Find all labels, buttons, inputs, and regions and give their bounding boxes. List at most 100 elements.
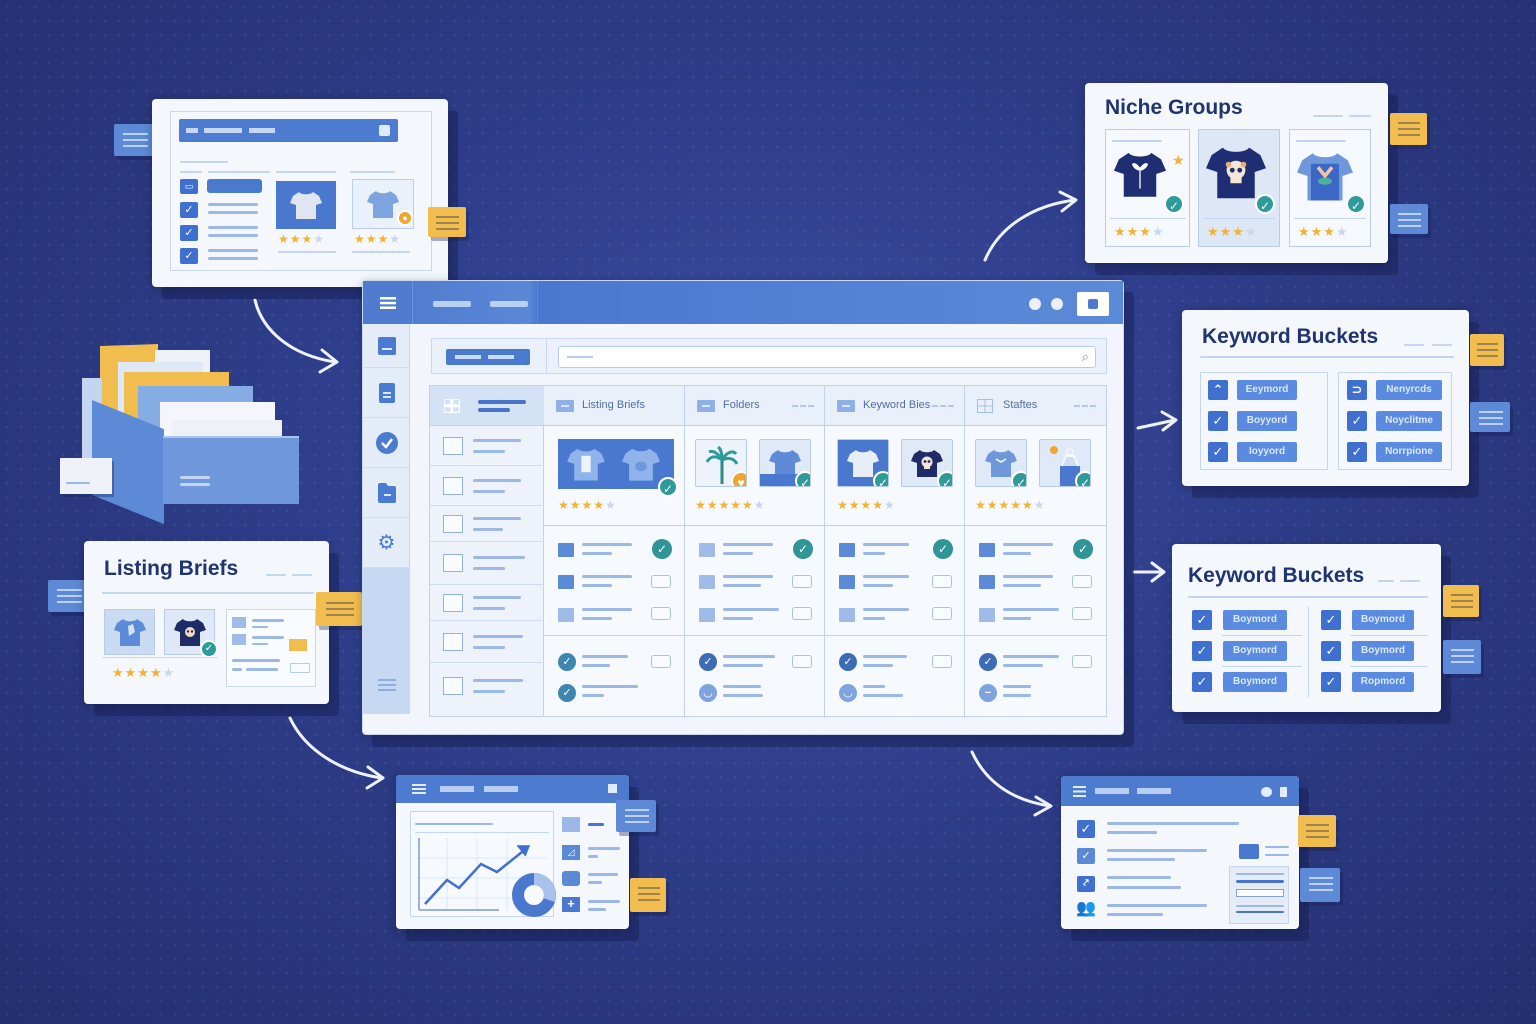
row-checkbox[interactable]	[443, 515, 463, 533]
keyword-checkbox[interactable]: ✓	[1192, 641, 1212, 661]
keyword-chip[interactable]: Nenyrcds	[1376, 380, 1442, 400]
row-checkbox[interactable]	[443, 633, 463, 651]
keyword-checkbox[interactable]: ⌃	[1208, 380, 1228, 400]
pending-circle[interactable]: ◡	[699, 684, 717, 702]
add-icon[interactable]: +	[562, 897, 580, 912]
product-thumbnail[interactable]: ✓	[1039, 439, 1091, 487]
check-circle[interactable]: ✓	[793, 539, 813, 559]
row-checkbox[interactable]	[443, 677, 463, 695]
check-circle[interactable]: ✓	[652, 539, 672, 559]
keyword-checkbox[interactable]: ✓	[1192, 610, 1212, 630]
keyword-chip[interactable]: Boymord	[1223, 641, 1287, 661]
checkbox[interactable]: ✓	[180, 225, 198, 241]
toggle[interactable]	[932, 575, 952, 588]
keyword-chip[interactable]: Boymord	[1352, 641, 1414, 661]
column-header-folders[interactable]: Folders	[685, 386, 825, 426]
product-thumbnail[interactable]: ✓	[164, 609, 218, 658]
keyword-chip[interactable]: Ropmord	[1352, 672, 1414, 692]
niche-item[interactable]: ✓ ★★★★	[1198, 129, 1280, 247]
keyword-checkbox[interactable]: ✓	[1321, 641, 1341, 661]
checkbox[interactable]: ▭	[180, 179, 198, 194]
nav-tab[interactable]	[490, 301, 528, 307]
edit-check-icon[interactable]: ✓	[1077, 848, 1095, 864]
list-row[interactable]	[430, 506, 544, 542]
product-thumbnail[interactable]	[104, 609, 155, 655]
keyword-chip[interactable]: Boymord	[1352, 610, 1414, 630]
toggle[interactable]	[792, 655, 812, 668]
row-checkbox[interactable]	[443, 554, 463, 572]
keyword-checkbox[interactable]: ✓	[1347, 442, 1367, 462]
list-row[interactable]	[430, 542, 544, 585]
product-thumbnail[interactable]: ✓	[558, 439, 678, 497]
window-square-button[interactable]	[1077, 292, 1109, 316]
pending-circle[interactable]: −	[979, 684, 997, 702]
sidebar-item-settings[interactable]: ⚙	[363, 518, 410, 568]
menu-button[interactable]	[363, 281, 413, 324]
window-dot-button[interactable]	[1029, 298, 1041, 310]
check-circle[interactable]: ✓	[839, 653, 857, 671]
product-thumbnail[interactable]: ✓	[837, 439, 889, 487]
keyword-checkbox[interactable]: ✓	[1321, 610, 1341, 630]
product-thumbnail[interactable]: ♥	[695, 439, 747, 487]
toggle[interactable]	[1072, 655, 1092, 668]
link-icon[interactable]: ⤤	[1077, 876, 1095, 892]
keyword-chip[interactable]: Eeymord	[1237, 380, 1297, 400]
keyword-checkbox[interactable]: ✓	[1347, 411, 1367, 431]
check-circle[interactable]: ✓	[699, 653, 717, 671]
list-row[interactable]	[430, 663, 544, 717]
window-dot-button[interactable]	[1051, 298, 1063, 310]
product-thumbnail[interactable]	[276, 181, 336, 229]
check-icon[interactable]: ✓	[1077, 820, 1095, 838]
niche-item[interactable]: ✓ ★★★★	[1289, 129, 1371, 247]
list-icon[interactable]	[378, 678, 396, 696]
keyword-checkbox[interactable]: ⊃	[1347, 380, 1367, 400]
stats-icon[interactable]	[562, 817, 580, 832]
sidebar-item-tasks[interactable]	[363, 418, 410, 468]
keyword-checkbox[interactable]: ✓	[1208, 411, 1228, 431]
keyword-checkbox[interactable]: ✓	[1208, 442, 1228, 462]
toggle[interactable]	[651, 575, 671, 588]
toggle[interactable]	[651, 607, 671, 620]
list-row[interactable]	[430, 621, 544, 663]
column-header-listing-briefs[interactable]: Listing Briefs	[544, 386, 685, 426]
product-thumbnail[interactable]: ✓	[901, 439, 953, 487]
keyword-chip[interactable]: Boymord	[1223, 672, 1287, 692]
nav-tab[interactable]	[433, 301, 471, 307]
pending-circle[interactable]: ◡	[839, 684, 857, 702]
search-icon[interactable]: ⌕	[1081, 349, 1089, 364]
checkbox[interactable]: ✓	[180, 248, 198, 264]
search-input[interactable]: ⌕	[558, 346, 1096, 368]
keyword-checkbox[interactable]: ✓	[1192, 672, 1212, 692]
calendar-icon[interactable]	[1239, 844, 1259, 859]
alert-icon[interactable]: ◿	[562, 845, 580, 860]
sidebar-item-documents[interactable]	[363, 368, 410, 418]
sidebar-item-files[interactable]	[363, 468, 410, 518]
toggle[interactable]	[1072, 607, 1092, 620]
check-circle[interactable]: ✓	[933, 539, 953, 559]
check-circle[interactable]: ✓	[979, 653, 997, 671]
users-icon[interactable]: 👥	[1076, 900, 1096, 917]
niche-item[interactable]: ★ ✓ ★★★★	[1105, 129, 1190, 247]
toggle[interactable]	[792, 575, 812, 588]
list-row[interactable]	[430, 585, 544, 621]
list-row[interactable]	[430, 426, 544, 466]
product-thumbnail[interactable]: ✓	[759, 439, 811, 487]
keyword-chip[interactable]: Boyyord	[1237, 411, 1297, 431]
column-header-staftes[interactable]: Staftes	[965, 386, 1106, 426]
check-circle[interactable]: ✓	[558, 684, 576, 702]
product-thumbnail[interactable]: ●	[352, 179, 414, 229]
keyword-chip[interactable]: Ioyyord	[1237, 442, 1297, 462]
keyword-checkbox[interactable]: ✓	[1321, 672, 1341, 692]
toggle[interactable]	[932, 655, 952, 668]
sidebar-item-windows[interactable]	[363, 324, 410, 368]
check-circle[interactable]: ✓	[1073, 539, 1093, 559]
toggle[interactable]	[792, 607, 812, 620]
keyword-chip[interactable]: Boymord	[1223, 610, 1287, 630]
product-thumbnail[interactable]: ✓	[975, 439, 1027, 487]
action-button[interactable]	[446, 349, 530, 365]
checkbox[interactable]: ✓	[180, 202, 198, 218]
toggle[interactable]	[932, 607, 952, 620]
users-icon[interactable]	[562, 871, 580, 886]
row-checkbox[interactable]	[443, 477, 463, 495]
row-checkbox[interactable]	[443, 437, 463, 455]
